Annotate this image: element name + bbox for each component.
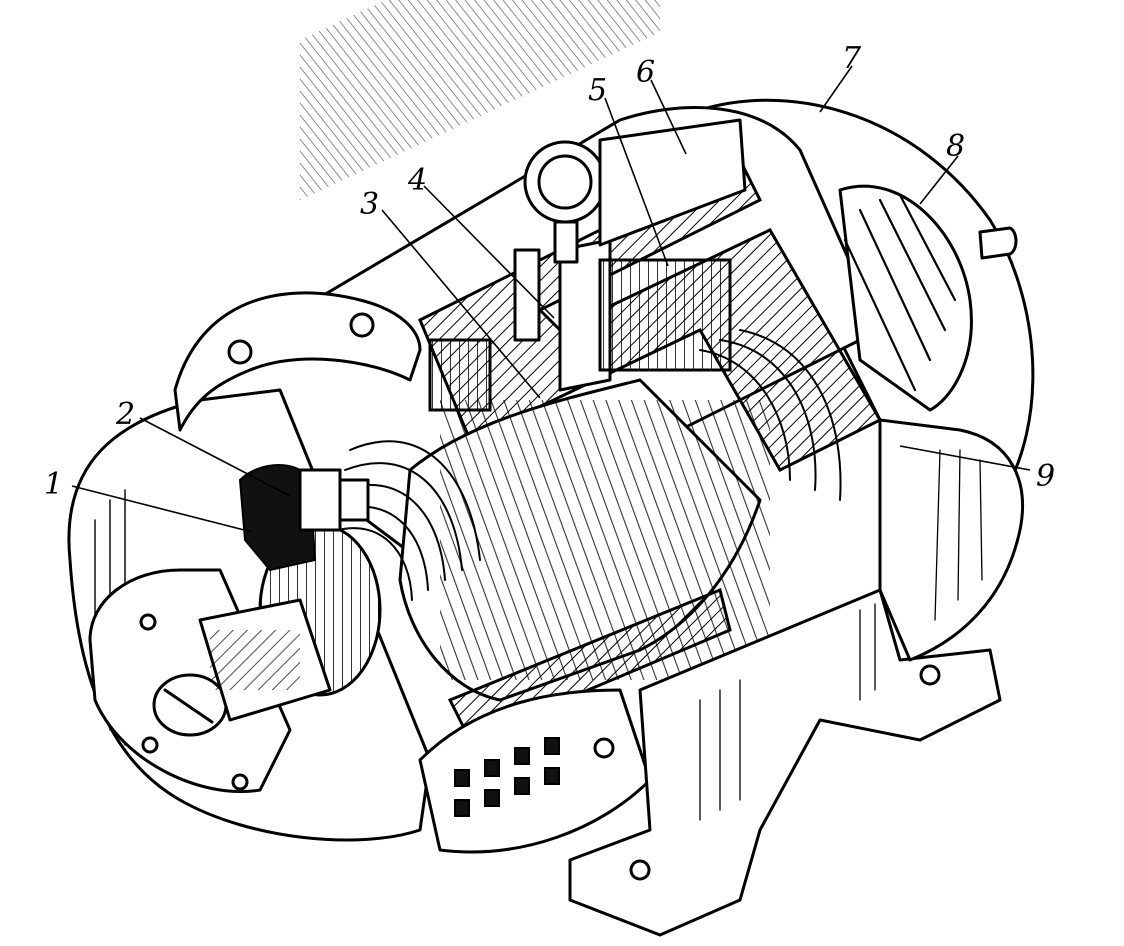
leader-lines xyxy=(71,65,1031,533)
callout-6: 6 xyxy=(636,55,655,90)
callout-1: 1 xyxy=(44,467,63,502)
leader-9 xyxy=(899,445,1031,471)
callout-2: 2 xyxy=(115,397,135,432)
leader-1 xyxy=(71,485,253,533)
leader-8 xyxy=(919,155,959,205)
leader-7 xyxy=(819,65,853,113)
callout-4: 4 xyxy=(407,163,427,198)
callout-7: 7 xyxy=(842,41,862,76)
callout-9: 9 xyxy=(1036,459,1055,494)
callouts: 1 2 3 4 5 6 7 8 9 xyxy=(44,41,1055,502)
callout-3: 3 xyxy=(360,187,379,222)
leader-3 xyxy=(381,209,541,399)
leader-5 xyxy=(604,97,669,267)
callout-8: 8 xyxy=(946,129,965,164)
leader-2 xyxy=(139,417,291,497)
leader-4 xyxy=(423,185,555,319)
frame-base xyxy=(418,418,1024,937)
interior xyxy=(198,118,1018,742)
callout-5: 5 xyxy=(588,73,607,108)
leader-6 xyxy=(650,79,687,155)
